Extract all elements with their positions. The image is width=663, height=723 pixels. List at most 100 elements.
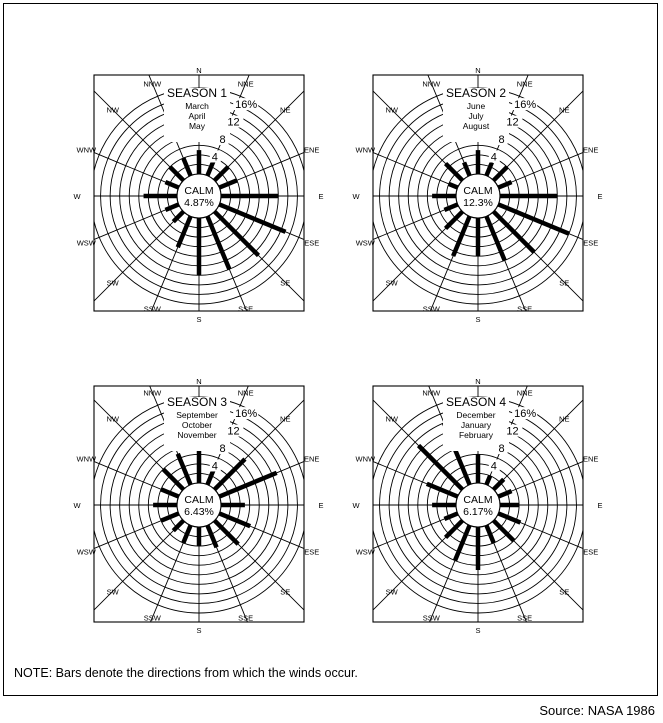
wind-rose-season-1: CALM4.87%NNNENEENEEESESESSESSSWSWWSWWWNW… [73,66,323,324]
wind-rose-season-4: CALM6.17%NNNENEENEEESESESSESSSWSWWSWWWNW… [352,377,602,635]
calm-label: CALM [463,185,492,197]
wind-bar-wnw [164,180,180,190]
ring-label: 8 [220,134,226,146]
direction-label-wsw: WSW [356,239,376,248]
ring-label: 12 [227,426,239,438]
wind-bar-sw [443,209,465,231]
direction-label-nne: NNE [517,79,533,88]
wind-bar-ssw [451,215,472,257]
wind-bar-nw [443,161,465,183]
direction-label-ne: NE [559,106,569,115]
wind-bar-sse [205,215,232,271]
direction-label-ese: ESE [583,548,598,557]
wind-bar-se [212,209,261,258]
direction-label-wsw: WSW [77,239,97,248]
direction-label-w: W [352,501,360,510]
direction-label-sw: SW [386,587,399,596]
ring-label-backing [496,133,508,146]
direction-label-wnw: WNW [355,145,375,154]
season-title: SEASON 2 [446,86,506,100]
wind-bar-ene [218,178,238,190]
rose-spoke [94,513,179,549]
direction-label-ne: NE [559,415,569,424]
direction-label-nnw: NNW [422,388,441,397]
direction-label-nw: NW [106,106,119,115]
season-month: December [456,410,495,420]
season-month: June [467,101,486,111]
ring-label-backing [233,98,259,111]
direction-label-e: E [318,501,323,510]
calm-circle [455,482,501,528]
ring-label: 4 [212,151,218,163]
wind-bar-nne [484,474,493,486]
direction-label-sse: SSE [517,305,532,314]
direction-label-se: SE [280,587,290,596]
ring-label: 12 [506,117,518,129]
direction-label-sse: SSE [517,614,532,623]
season-month: July [468,111,484,121]
rose-spoke [94,90,184,181]
direction-label-w: W [73,501,81,510]
rose-spoke [498,152,583,188]
figure-frame [3,3,658,696]
wind-bar-nw [161,467,186,492]
season-month: October [182,420,212,430]
rose-spoke [373,152,458,188]
rose-spoke [219,152,304,188]
ring-label: 16% [514,99,536,111]
ring-label-backing [504,115,523,128]
rose-spoke [94,461,179,497]
wind-bar-wnw [160,487,180,499]
season-month: March [185,101,209,111]
wind-bar-ene [497,180,513,190]
direction-label-s: S [196,626,201,635]
wind-bar-wsw [160,511,180,523]
direction-label-n: N [475,66,480,75]
wind-bar-ese [218,202,287,234]
direction-label-e: E [318,192,323,201]
direction-label-wsw: WSW [356,548,376,557]
calm-circle [176,173,222,219]
ring-label-backing [496,442,508,455]
season-month: May [189,121,206,131]
ring-label: 12 [227,117,239,129]
season-month: April [188,111,205,121]
wind-bar-nnw [175,452,193,486]
direction-label-ssw: SSW [144,305,162,314]
rose-spoke [94,204,179,240]
title-backing [164,88,230,142]
ring-label: 16% [235,408,257,420]
direction-label-wnw: WNW [76,454,96,463]
direction-label-wsw: WSW [77,548,97,557]
rose-spoke [486,525,527,622]
wind-bar-ssw [181,524,193,544]
direction-label-ssw: SSW [144,614,162,623]
ring-label: 4 [212,460,218,472]
title-backing [164,397,230,451]
rose-spoke [148,75,191,176]
wind-bar-ese [218,511,252,529]
wind-rose-season-3: CALM6.43%NNNENEENEEESESESSESSSWSWWSWWWNW… [73,377,323,635]
direction-label-ene: ENE [583,145,598,154]
ring-label: 16% [235,99,257,111]
wind-bar-sw [443,518,465,540]
direction-label-nne: NNE [517,388,533,397]
wind-bar-nne [484,161,494,177]
ring-label: 12 [506,426,518,438]
wind-bar-nnw [462,161,472,177]
calm-value: 4.87% [184,197,214,209]
wind-bar-ne [491,165,509,183]
direction-label-s: S [196,315,201,324]
season-title: SEASON 1 [167,86,227,100]
season-title: SEASON 4 [446,395,506,409]
calm-value: 6.17% [463,506,493,518]
direction-label-se: SE [559,587,569,596]
rose-spoke [486,386,528,485]
direction-label-ene: ENE [304,145,319,154]
wind-bar-sse [205,524,219,549]
wind-rose-season-2: CALM12.3%NNNENEENEEESESESSESSSWSWWSWWWNW… [352,66,602,324]
wind-bar-sse [484,215,507,262]
direction-label-ssw: SSW [423,614,441,623]
wind-bar-ene [497,489,513,499]
rose-spoke [493,90,583,181]
